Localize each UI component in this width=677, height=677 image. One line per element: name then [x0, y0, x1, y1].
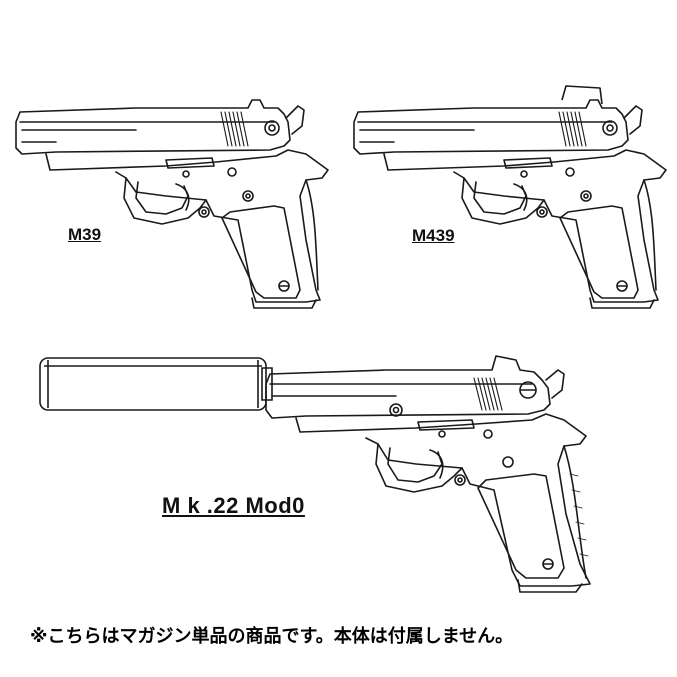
suppressor-drawing [40, 358, 272, 410]
m39-pistol-drawing [15, 99, 329, 309]
model-label-mk22: M k .22 Mod0 [162, 493, 305, 518]
model-label-m439: M439 [412, 226, 455, 245]
mk22-pistol-drawing [40, 355, 591, 593]
product-notice: ※こちらはマガジン単品の商品です。本体は付属しません。 [30, 626, 514, 647]
model-label-m39: M39 [68, 225, 102, 244]
m439-pistol-drawing [353, 86, 667, 309]
